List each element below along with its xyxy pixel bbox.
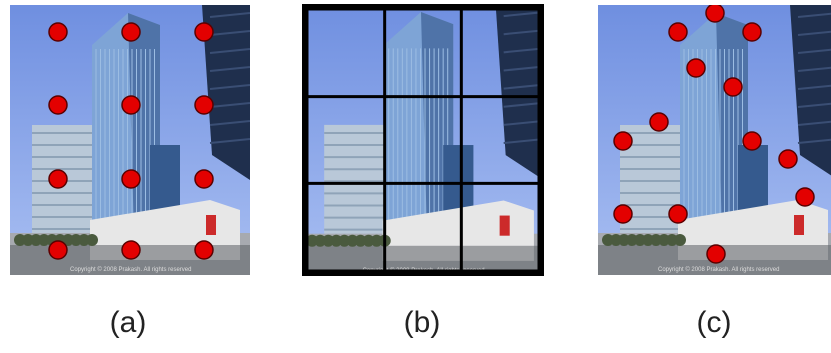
keypoint bbox=[743, 23, 761, 41]
sampling-point bbox=[49, 241, 67, 259]
sampling-point bbox=[122, 170, 140, 188]
keypoints-overlay bbox=[598, 5, 831, 275]
keypoint bbox=[796, 188, 814, 206]
keypoint bbox=[706, 5, 724, 22]
sampling-point bbox=[49, 23, 67, 41]
sampling-point bbox=[49, 96, 67, 114]
panel-c-image: Copyright © 2008 Prakash. All rights res… bbox=[598, 5, 831, 275]
sampling-point bbox=[195, 96, 213, 114]
sampling-point bbox=[195, 170, 213, 188]
caption-c: (c) bbox=[674, 306, 754, 340]
sampling-point bbox=[122, 96, 140, 114]
sampling-points-overlay bbox=[10, 5, 250, 275]
keypoint bbox=[779, 150, 797, 168]
sampling-point bbox=[195, 23, 213, 41]
sampling-point bbox=[195, 241, 213, 259]
keypoint bbox=[687, 59, 705, 77]
panel-b-image: Copyright © 2008 Prakash. All rights res… bbox=[302, 4, 544, 276]
grid-overlay bbox=[302, 4, 544, 276]
sampling-point bbox=[122, 241, 140, 259]
caption-b: (b) bbox=[382, 306, 462, 340]
keypoint bbox=[724, 78, 742, 96]
keypoint bbox=[650, 113, 668, 131]
keypoint bbox=[669, 205, 687, 223]
sampling-point bbox=[122, 23, 140, 41]
panel-a-image: Copyright © 2008 Prakash. All rights res… bbox=[10, 5, 250, 275]
keypoint bbox=[614, 132, 632, 150]
keypoint bbox=[614, 205, 632, 223]
grid-border bbox=[305, 7, 541, 273]
sampling-point bbox=[49, 170, 67, 188]
caption-a: (a) bbox=[88, 306, 168, 340]
keypoint bbox=[669, 23, 687, 41]
keypoint bbox=[743, 132, 761, 150]
keypoint bbox=[707, 245, 725, 263]
